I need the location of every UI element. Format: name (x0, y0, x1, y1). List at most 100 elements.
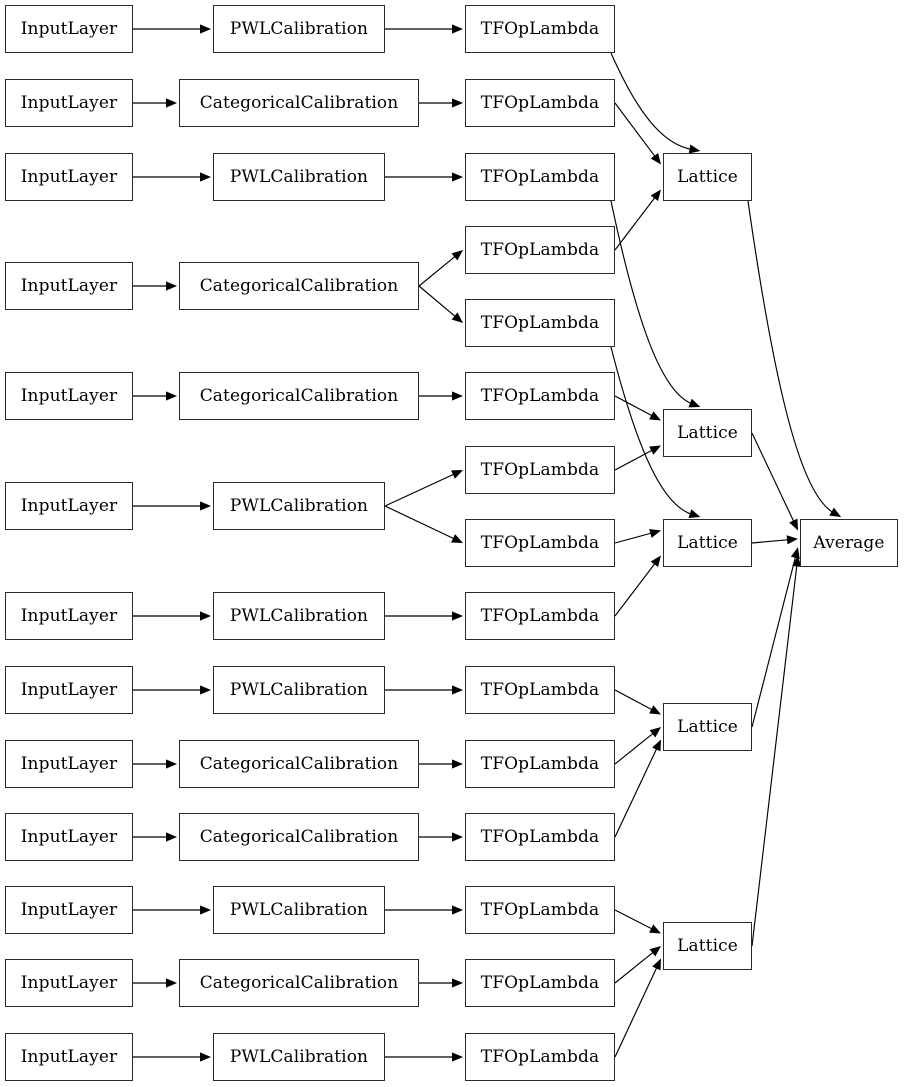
graph-node-in13[interactable]: InputLayer (5, 1033, 133, 1081)
edge-op15-to-lat5 (614, 966, 658, 1058)
graph-node-lat1[interactable]: Lattice (663, 153, 752, 201)
edge-op10-to-lat4 (614, 689, 654, 711)
graph-node-op6[interactable]: TFOpLambda (465, 372, 615, 420)
graph-node-in11[interactable]: InputLayer (5, 886, 133, 934)
edge-op9-to-lat3-arrowhead (650, 555, 661, 568)
graph-node-in2[interactable]: InputLayer (5, 79, 133, 127)
graph-node-cal6[interactable]: PWLCalibration (213, 482, 385, 530)
graph-node-label: TFOpLambda (480, 532, 600, 553)
edge-in1-to-cal1-arrowhead (200, 24, 211, 34)
graph-node-in6[interactable]: InputLayer (5, 482, 133, 530)
graph-node-lat2[interactable]: Lattice (663, 409, 752, 457)
graph-node-in3[interactable]: InputLayer (5, 153, 133, 201)
graph-node-label: TFOpLambda (480, 972, 600, 993)
graph-node-cal5[interactable]: CategoricalCalibration (179, 372, 419, 420)
edge-lat2-to-avg (751, 432, 795, 523)
edge-cal12-to-op14-arrowhead (452, 978, 463, 988)
graph-node-in5[interactable]: InputLayer (5, 372, 133, 420)
edge-cal7-to-op9-arrowhead (452, 611, 463, 621)
edge-in3-to-cal3-arrowhead (200, 172, 211, 182)
graph-node-in7[interactable]: InputLayer (5, 592, 133, 640)
graph-node-label: TFOpLambda (480, 459, 600, 480)
graph-node-op1[interactable]: TFOpLambda (465, 5, 615, 53)
edge-lat4-to-avg (751, 555, 797, 728)
graph-node-lat4[interactable]: Lattice (663, 703, 752, 751)
graph-node-label: CategoricalCalibration (199, 385, 399, 406)
graph-node-label: CategoricalCalibration (199, 92, 399, 113)
edge-cal6-to-op7-arrowhead (451, 470, 463, 479)
graph-node-label: InputLayer (20, 605, 118, 626)
edge-cal13-to-op15-arrowhead (452, 1052, 463, 1062)
edge-op2-to-lat1-arrowhead (650, 152, 661, 165)
edge-cal4-to-op5-arrowhead (451, 312, 463, 323)
graph-node-op11[interactable]: TFOpLambda (465, 740, 615, 788)
graph-node-cal3[interactable]: PWLCalibration (213, 153, 385, 201)
edge-cal4-to-op4 (418, 255, 457, 287)
edge-in6-to-cal6-arrowhead (200, 501, 211, 511)
edge-op11-to-lat4-arrowhead (649, 727, 661, 738)
graph-node-op12[interactable]: TFOpLambda (465, 813, 615, 861)
edge-op4-to-lat1 (614, 196, 657, 251)
edge-op6-to-lat2-arrowhead (649, 411, 661, 421)
graph-node-label: InputLayer (20, 1046, 118, 1067)
graph-node-cal10[interactable]: CategoricalCalibration (179, 813, 419, 861)
edge-op3-to-lat2-arrowhead (688, 398, 701, 408)
graph-node-label: InputLayer (20, 385, 118, 406)
graph-node-label: Lattice (677, 166, 738, 187)
graph-node-avg[interactable]: Average (800, 519, 898, 567)
graph-node-lat3[interactable]: Lattice (663, 519, 752, 567)
edge-op1-to-lat1 (610, 52, 692, 150)
edge-cal5-to-op6-arrowhead (452, 391, 463, 401)
edge-cal6-to-op8 (384, 505, 456, 540)
edge-cal2-to-op2-arrowhead (452, 98, 463, 108)
graph-node-op9[interactable]: TFOpLambda (465, 592, 615, 640)
edge-in10-to-cal10-arrowhead (166, 832, 177, 842)
graph-node-in10[interactable]: InputLayer (5, 813, 133, 861)
graph-node-cal9[interactable]: CategoricalCalibration (179, 740, 419, 788)
graph-node-op8[interactable]: TFOpLambda (465, 519, 615, 567)
graph-node-op15[interactable]: TFOpLambda (465, 1033, 615, 1081)
graph-node-in8[interactable]: InputLayer (5, 666, 133, 714)
graph-node-cal4[interactable]: CategoricalCalibration (179, 262, 419, 310)
graph-node-op14[interactable]: TFOpLambda (465, 959, 615, 1007)
graph-node-op13[interactable]: TFOpLambda (465, 886, 615, 934)
graph-node-cal11[interactable]: PWLCalibration (213, 886, 385, 934)
graph-node-op10[interactable]: TFOpLambda (465, 666, 615, 714)
edge-op11-to-lat4 (614, 732, 655, 765)
edge-in2-to-cal2-arrowhead (166, 98, 177, 108)
graph-node-cal8[interactable]: PWLCalibration (213, 666, 385, 714)
graph-node-op2[interactable]: TFOpLambda (465, 79, 615, 127)
graph-node-label: Lattice (677, 935, 738, 956)
edge-op3-to-lat2 (610, 200, 693, 405)
edge-cal8-to-op10-arrowhead (452, 685, 463, 695)
graph-node-in4[interactable]: InputLayer (5, 262, 133, 310)
graph-node-cal2[interactable]: CategoricalCalibration (179, 79, 419, 127)
graph-node-in9[interactable]: InputLayer (5, 740, 133, 788)
edge-in9-to-cal9-arrowhead (166, 759, 177, 769)
edge-cal11-to-op13-arrowhead (452, 905, 463, 915)
edge-cal1-to-op1-arrowhead (452, 24, 463, 34)
graph-node-label: PWLCalibration (229, 18, 369, 39)
graph-node-in1[interactable]: InputLayer (5, 5, 133, 53)
graph-node-in12[interactable]: InputLayer (5, 959, 133, 1007)
edge-op14-to-lat5 (614, 951, 655, 984)
graph-node-label: CategoricalCalibration (199, 275, 399, 296)
graph-node-cal12[interactable]: CategoricalCalibration (179, 959, 419, 1007)
edge-op10-to-lat4-arrowhead (649, 705, 661, 715)
graph-node-op4[interactable]: TFOpLambda (465, 226, 615, 274)
graph-node-label: PWLCalibration (229, 679, 369, 700)
graph-node-op5[interactable]: TFOpLambda (465, 299, 615, 347)
graph-node-cal1[interactable]: PWLCalibration (213, 5, 385, 53)
graph-node-cal13[interactable]: PWLCalibration (213, 1033, 385, 1081)
graph-node-op3[interactable]: TFOpLambda (465, 153, 615, 201)
graph-node-cal7[interactable]: PWLCalibration (213, 592, 385, 640)
graph-node-op7[interactable]: TFOpLambda (465, 446, 615, 494)
graph-node-label: TFOpLambda (480, 1046, 600, 1067)
edge-cal4-to-op5 (418, 285, 457, 318)
graph-node-label: InputLayer (20, 92, 118, 113)
edge-op6-to-lat2 (614, 395, 654, 417)
graph-node-lat5[interactable]: Lattice (663, 922, 752, 970)
edge-in12-to-cal12-arrowhead (166, 978, 177, 988)
